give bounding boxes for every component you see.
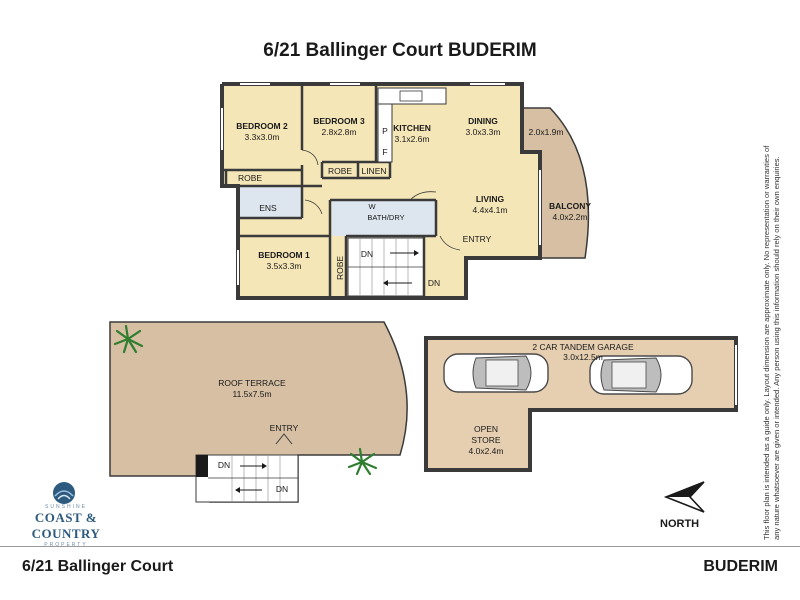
laundry-w-label: W	[368, 202, 376, 211]
robe-bed3-label: ROBE	[328, 166, 352, 176]
bedroom3-name: BEDROOM 3	[313, 116, 365, 126]
garage: 2 CAR TANDEM GARAGE 3.0x12.5m OPEN STORE…	[424, 336, 738, 472]
bedroom2-size: 3.3x3.0m	[245, 132, 280, 142]
kitchen-pantry	[377, 103, 393, 163]
terrace-entry-mark	[275, 433, 293, 445]
garage-name: 2 CAR TANDEM GARAGE	[532, 342, 634, 352]
stair-dn-label-2: DN	[428, 278, 440, 288]
roof-terrace-name: ROOF TERRACE	[218, 378, 286, 388]
robe-bed1-label: ROBE	[335, 256, 345, 280]
terrace-dn-label-1: DN	[218, 460, 230, 470]
bedroom3-size: 2.8x2.8m	[322, 127, 357, 137]
bedroom1-name: BEDROOM 1	[258, 250, 310, 260]
balcony-size: 4.0x2.2m	[553, 212, 588, 222]
logo-emblem-icon	[53, 482, 75, 504]
windows	[221, 83, 541, 285]
door-swings	[301, 149, 461, 251]
terrace-arrow-1-head	[262, 463, 267, 469]
pantry-label: P	[382, 126, 388, 136]
terrace-stair-post	[196, 455, 208, 477]
palm-plant-icon	[113, 324, 144, 354]
stair-arrow-1-head	[414, 250, 419, 256]
robe-bed2-label: ROBE	[238, 173, 262, 183]
terrace-stair	[195, 454, 299, 503]
stair-dn-label-1: DN	[361, 249, 373, 259]
palm-plant-icon	[347, 447, 378, 476]
bedroom1-size: 3.5x3.3m	[267, 261, 302, 271]
agency-logo: SUNSHINE COAST & COUNTRY PROPERTY	[8, 478, 124, 548]
footer-suburb: BUDERIM	[703, 558, 778, 575]
bedroom2-name: BEDROOM 2	[236, 121, 288, 131]
kitchen-bench	[377, 87, 447, 105]
stair-arrow-2-head	[383, 280, 388, 286]
kitchen-sink	[399, 90, 423, 102]
terrace-stair-treads	[208, 455, 298, 502]
ensuite-label: ENS	[259, 203, 277, 213]
terrace-arrow-2-head	[235, 487, 240, 493]
bath-dry-label: BATH/DRY	[367, 213, 404, 222]
roof-terrace-size: 11.5x7.5m	[232, 389, 271, 399]
car-icon	[589, 355, 693, 395]
logo-top-text: SUNSHINE	[45, 504, 87, 510]
logo-sub-text: PROPERTY	[44, 542, 88, 548]
ensuite-tile	[240, 186, 302, 218]
fridge-label: F	[382, 147, 387, 157]
garage-size: 3.0x12.5m	[563, 352, 603, 362]
terrace-entry-label: ENTRY	[270, 423, 299, 433]
store-size: 4.0x2.4m	[469, 446, 504, 456]
dining-size: 3.0x3.3m	[466, 127, 501, 137]
terrace-dn-label-2: DN	[276, 484, 288, 494]
balcony-name: BALCONY	[549, 201, 591, 211]
entry-label: ENTRY	[463, 234, 492, 244]
kitchen-size: 3.1x2.6m	[395, 134, 430, 144]
north-label: NORTH	[660, 518, 700, 530]
bathroom-tile	[332, 200, 436, 236]
disclaimer-text: This floor plan is intended as a guide o…	[762, 145, 781, 540]
footer-divider	[0, 546, 800, 547]
balcony-small-size: 2.0x1.9m	[529, 127, 564, 137]
living-name: LIVING	[476, 194, 505, 204]
linen-label: LINEN	[361, 166, 386, 176]
roof-terrace: ROOF TERRACE 11.5x7.5m ENTRY DN DN	[109, 321, 408, 503]
upper-stair-treads	[348, 238, 424, 296]
page-title: 6/21 Ballinger Court BUDERIM	[263, 40, 537, 61]
dining-name: DINING	[468, 116, 498, 126]
store-name-2: STORE	[471, 435, 500, 445]
upper-outer-walls	[220, 82, 542, 300]
footer-address: 6/21 Ballinger Court	[22, 558, 174, 575]
kitchen-name: KITCHEN	[393, 123, 431, 133]
north-arrow-icon	[663, 481, 705, 513]
car-icon	[443, 353, 549, 393]
store-name: OPEN	[474, 424, 498, 434]
upper-level: BEDROOM 2 3.3x3.0m BEDROOM 3 2.8x2.8m KI…	[220, 82, 591, 300]
logo-main-text: COAST & COUNTRY	[31, 510, 101, 541]
balcony-area	[521, 107, 590, 259]
living-size: 4.4x4.1m	[473, 205, 508, 215]
